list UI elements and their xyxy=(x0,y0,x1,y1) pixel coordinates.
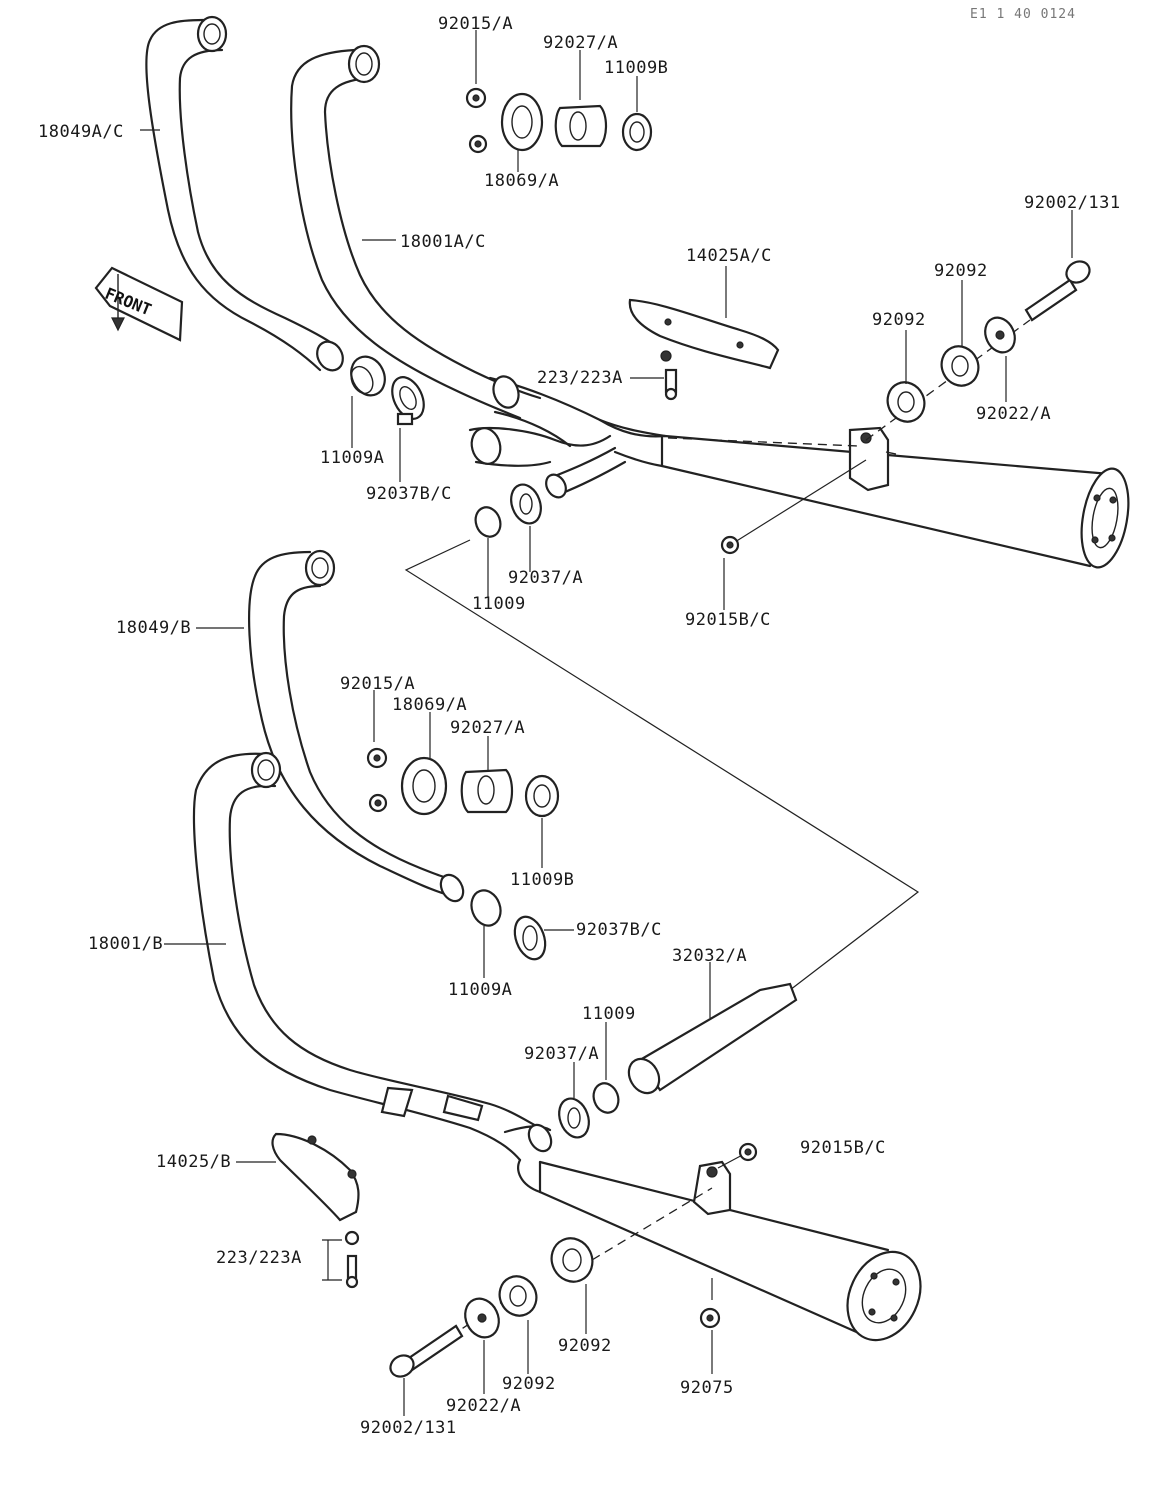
bushing-92092-bottom-b xyxy=(498,1275,538,1317)
label-32032a: 32032/A xyxy=(672,946,748,966)
label-92015a-top: 92015/A xyxy=(438,14,514,34)
gasket-11009b-top xyxy=(621,112,653,152)
header-pipe-18001b xyxy=(192,751,553,1194)
label-18001b: 18001/B xyxy=(88,934,164,954)
label-92037bc-mid: 92037B/C xyxy=(576,920,662,940)
nut-92075 xyxy=(699,1307,721,1329)
label-18049ac: 18049A/C xyxy=(38,122,124,142)
heat-protector-14025ac xyxy=(628,298,780,370)
label-92027a-mid: 92027/A xyxy=(450,718,526,738)
gasket-11009a-mid xyxy=(470,889,502,927)
collar-92027a-top xyxy=(554,104,608,148)
nut-92015a-top xyxy=(465,87,488,154)
screw-223-bottom xyxy=(344,1230,360,1289)
label-223-223a-bottom: 223/223A xyxy=(216,1248,302,1268)
bushing-92092-top-b xyxy=(886,381,926,423)
collector-upper xyxy=(468,375,667,499)
flange-18069a-mid xyxy=(400,756,448,816)
center-line-upper xyxy=(667,437,859,447)
reference-code: E1 1 40 0124 xyxy=(970,7,1076,22)
label-92075: 92075 xyxy=(680,1378,734,1398)
flange-18069a-top xyxy=(500,92,544,152)
label-92092-top-a: 92092 xyxy=(934,261,988,281)
gasket-11009a-upper xyxy=(350,355,386,397)
label-92002-131-bottom: 92002/131 xyxy=(360,1418,457,1438)
label-92037bc-top: 92037B/C xyxy=(366,484,452,504)
header-pipe-18001ac xyxy=(290,44,542,420)
label-92092-bottom-a: 92092 xyxy=(558,1336,612,1356)
muffler-upper xyxy=(598,418,1130,569)
center-line-lower xyxy=(591,1187,713,1261)
label-92015a-mid: 92015/A xyxy=(340,674,416,694)
label-92092-bottom-b: 92092 xyxy=(502,1374,556,1394)
clamp-92037a-mid xyxy=(558,1097,590,1139)
bolt-92002-131-top xyxy=(1024,260,1091,322)
label-92022a-top: 92022/A xyxy=(976,404,1052,424)
leader-lines xyxy=(140,30,1073,1416)
nut-92015a-mid xyxy=(366,747,388,813)
label-14025b: 14025/B xyxy=(156,1152,232,1172)
label-11009-top: 11009 xyxy=(472,594,526,614)
clamp-92037bc-upper xyxy=(391,376,425,426)
label-92037a-top: 92037/A xyxy=(508,568,584,588)
gasket-11009-top xyxy=(474,506,502,538)
front-arrow-icon xyxy=(94,266,184,342)
label-92027a-top: 92027/A xyxy=(543,33,619,53)
label-92002-131-top: 92002/131 xyxy=(1024,193,1121,213)
washer-92022a-bottom xyxy=(464,1297,500,1339)
heat-protector-14025b xyxy=(271,1132,360,1222)
nut-92015bc-bottom xyxy=(738,1142,758,1162)
clamp-92037a-top xyxy=(510,483,542,525)
balance-pipe-leader xyxy=(404,539,920,991)
label-11009b-mid: 11009B xyxy=(510,870,575,890)
label-11009b-top: 11009B xyxy=(604,58,669,78)
label-92022a-bottom: 92022/A xyxy=(446,1396,522,1416)
clamp-92037bc-mid xyxy=(513,915,547,961)
label-18069a-top: 18069/A xyxy=(484,171,560,191)
gasket-11009-mid xyxy=(592,1082,620,1114)
balance-pipe-32032a xyxy=(627,982,798,1095)
gasket-11009b-mid xyxy=(524,774,560,818)
label-18001ac: 18001A/C xyxy=(400,232,486,252)
bolt-92002-131-bottom xyxy=(389,1324,464,1378)
screw-223-top xyxy=(664,368,678,401)
header-pipe-18049ac xyxy=(145,15,344,372)
leader-92015bc-top xyxy=(734,459,867,543)
bushing-92092-bottom-a xyxy=(550,1237,594,1283)
collar-92027a-mid xyxy=(460,768,514,814)
label-18069a-mid: 18069/A xyxy=(392,695,468,715)
label-223-223a-top: 223/223A xyxy=(537,368,623,388)
label-92037a-mid: 92037/A xyxy=(524,1044,600,1064)
label-92015bc-bottom: 92015B/C xyxy=(800,1138,886,1158)
label-92015bc-top: 92015B/C xyxy=(685,610,771,630)
label-92092-top-b: 92092 xyxy=(872,310,926,330)
label-18049b: 18049/B xyxy=(116,618,192,638)
header-pipe-18049b xyxy=(248,549,465,903)
label-11009a-mid: 11009A xyxy=(448,980,513,1000)
label-14025ac: 14025A/C xyxy=(686,246,772,266)
label-11009a-top: 11009A xyxy=(320,448,385,468)
bushing-92092-top-a xyxy=(940,345,980,387)
label-11009-mid: 11009 xyxy=(582,1004,636,1024)
muffler-lower xyxy=(538,1160,922,1342)
washer-92022a-top xyxy=(984,316,1016,354)
nut-92015bc-top xyxy=(720,535,740,555)
